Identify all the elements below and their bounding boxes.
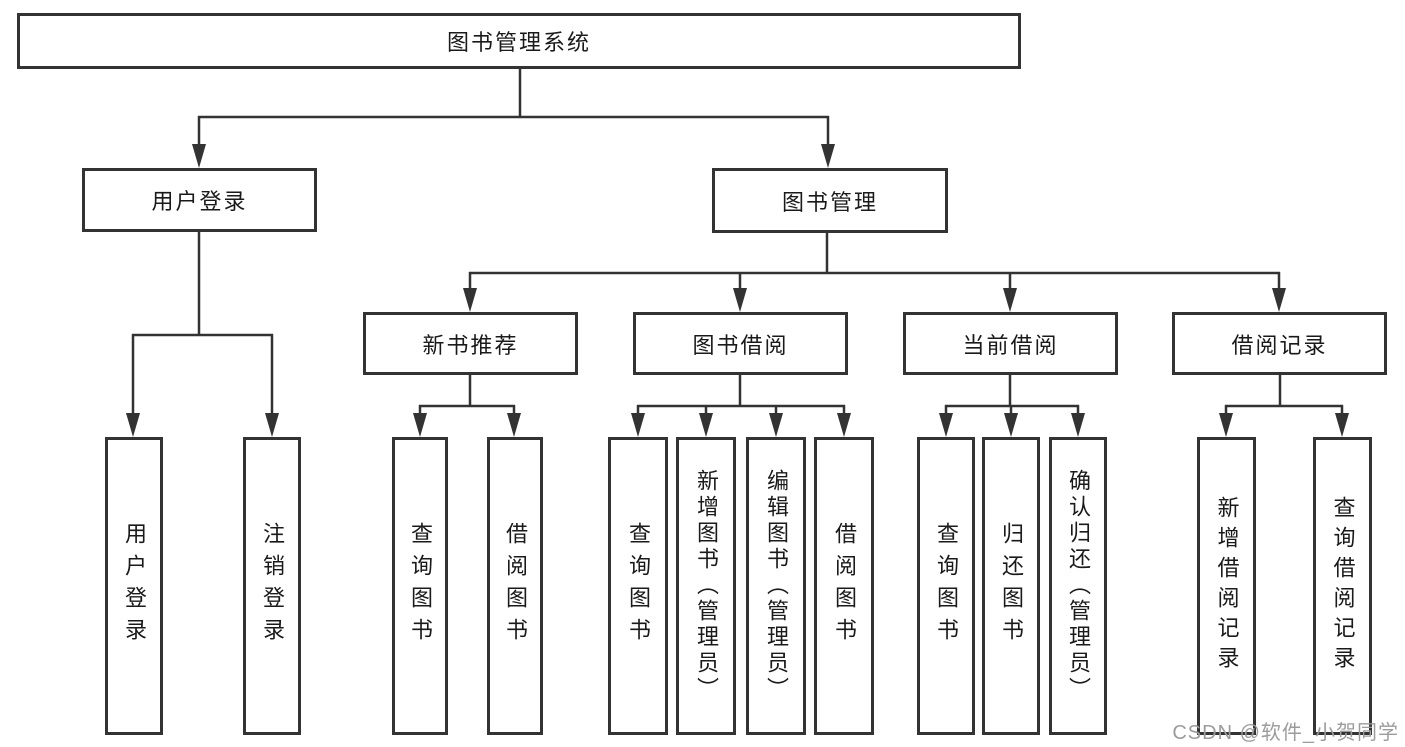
leaf-recommend-query-book-label: 查询图书 — [408, 522, 433, 650]
leaf-confirm-return-admin-label: 确认归还（管理员） — [1066, 469, 1091, 703]
leaf-borrow-query-book: 查询图书 — [608, 437, 668, 735]
node-book-management: 图书管理 — [712, 168, 948, 233]
node-current-borrow: 当前借阅 — [903, 312, 1118, 375]
leaf-current-query-book: 查询图书 — [917, 437, 975, 735]
node-borrow-records-label: 借阅记录 — [1231, 332, 1328, 358]
leaf-return-book-label: 归还图书 — [999, 522, 1024, 650]
node-book-borrow-label: 图书借阅 — [692, 332, 789, 358]
leaf-add-book-admin: 新增图书（管理员） — [676, 437, 736, 735]
leaf-recommend-query-book: 查询图书 — [392, 437, 448, 735]
node-borrow-records: 借阅记录 — [1172, 312, 1387, 375]
leaf-logout-label: 注销登录 — [260, 522, 285, 650]
node-root: 图书管理系统 — [17, 13, 1021, 69]
leaf-borrow-book: 借阅图书 — [814, 437, 874, 735]
leaf-query-borrow-record: 查询借阅记录 — [1313, 437, 1372, 735]
node-user-login-label: 用户登录 — [151, 189, 248, 214]
leaf-query-borrow-record-label: 查询借阅记录 — [1330, 496, 1356, 676]
leaf-user-login-label: 用户登录 — [122, 522, 147, 650]
node-user-login: 用户登录 — [82, 168, 317, 232]
leaf-edit-book-admin: 编辑图书（管理员） — [746, 437, 806, 735]
leaf-add-book-admin-label: 新增图书（管理员） — [694, 469, 719, 703]
node-new-book-recommend-label: 新书推荐 — [422, 332, 519, 358]
leaf-current-query-book-label: 查询图书 — [934, 522, 959, 650]
leaf-confirm-return-admin: 确认归还（管理员） — [1049, 437, 1107, 735]
leaf-return-book: 归还图书 — [982, 437, 1040, 735]
node-current-borrow-label: 当前借阅 — [962, 332, 1059, 358]
leaf-recommend-borrow-book-label: 借阅图书 — [503, 522, 528, 650]
csdn-watermark: CSDN @软件_小贺同学 — [1172, 722, 1399, 744]
leaf-recommend-borrow-book: 借阅图书 — [487, 437, 543, 735]
leaf-logout: 注销登录 — [243, 437, 301, 735]
node-new-book-recommend: 新书推荐 — [363, 312, 578, 375]
node-root-label: 图书管理系统 — [446, 30, 591, 55]
node-book-borrow: 图书借阅 — [633, 312, 848, 375]
leaf-borrow-book-label: 借阅图书 — [832, 522, 857, 650]
leaf-add-borrow-record-label: 新增借阅记录 — [1214, 496, 1240, 676]
leaf-add-borrow-record: 新增借阅记录 — [1197, 437, 1256, 735]
leaf-user-login: 用户登录 — [105, 437, 163, 735]
leaf-borrow-query-book-label: 查询图书 — [626, 522, 651, 650]
leaf-edit-book-admin-label: 编辑图书（管理员） — [764, 469, 789, 703]
node-book-management-label: 图书管理 — [781, 189, 878, 215]
